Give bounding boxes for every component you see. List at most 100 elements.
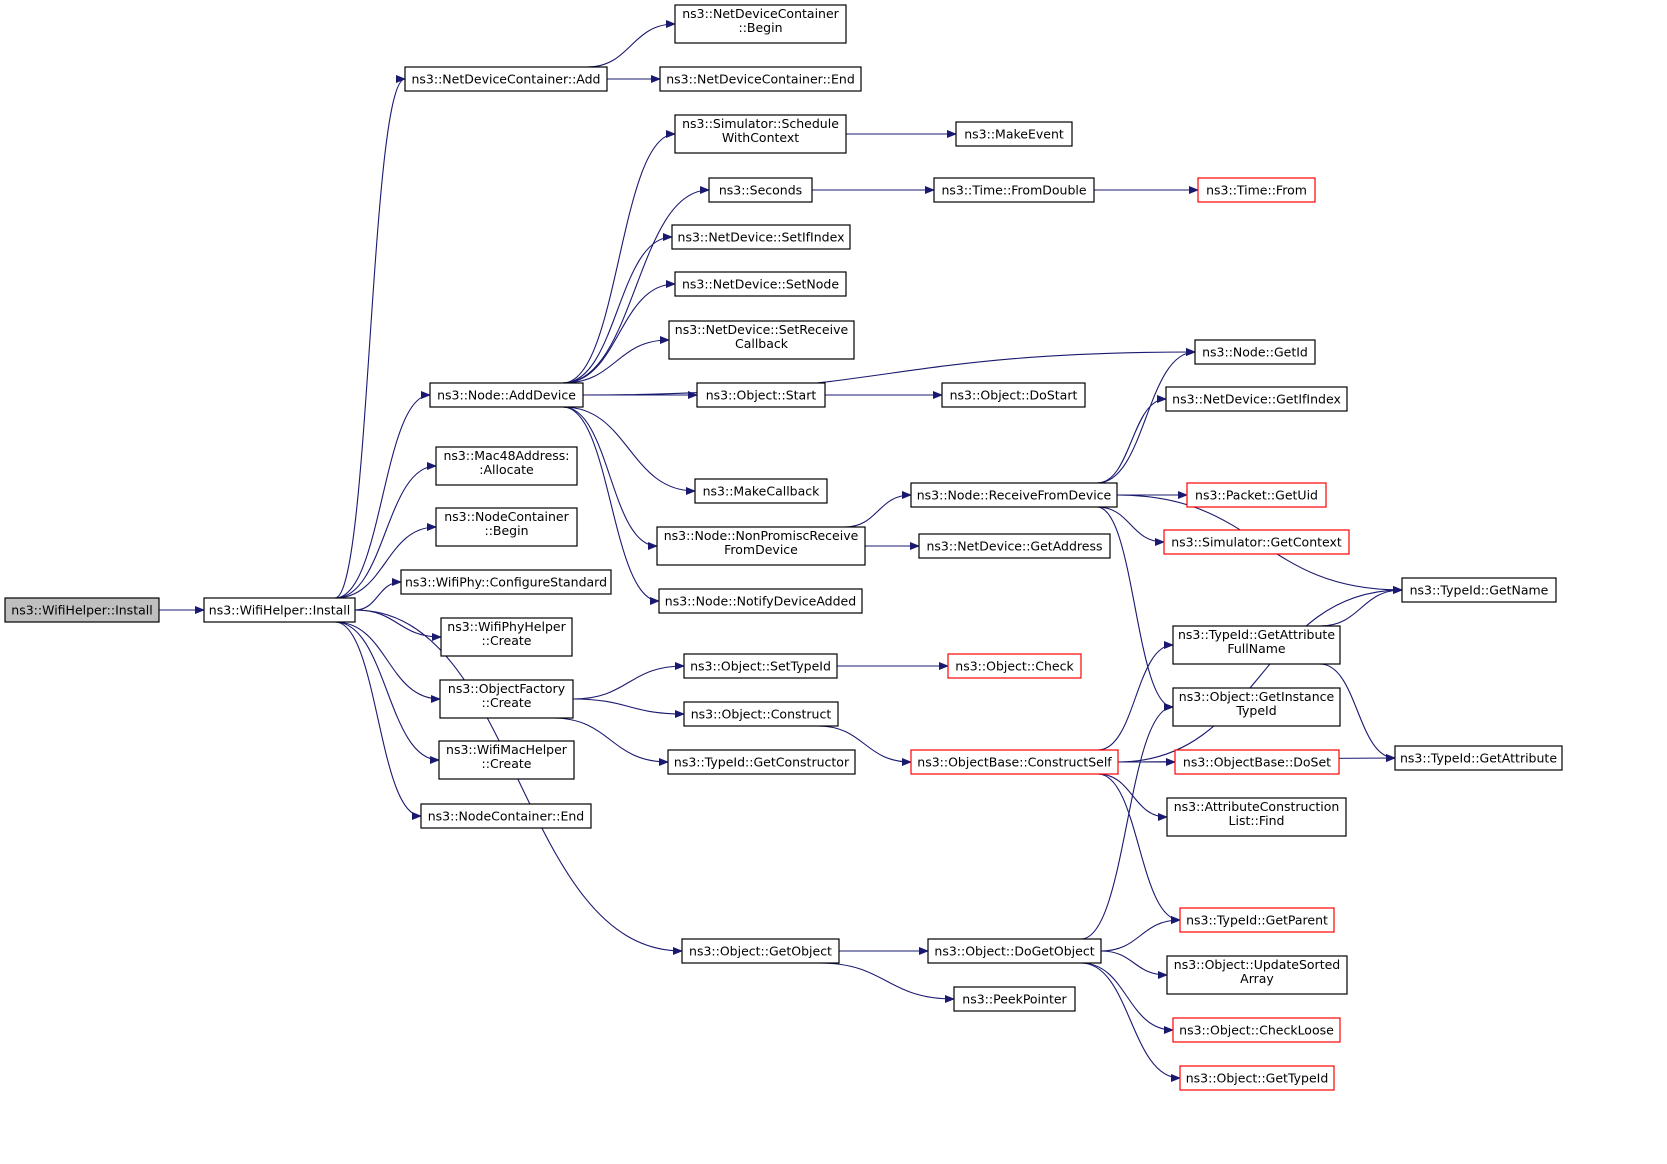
node-wifimachelper_create[interactable]: ns3::WifiMacHelper::Create (438, 740, 575, 780)
node-label: ns3::NodeContainer::End (428, 809, 584, 824)
node-label: ns3::WifiHelper::Install (11, 603, 152, 618)
node-typeid_getparent[interactable]: ns3::TypeId::GetParent (1179, 907, 1335, 933)
edge-wh_install-to-objfactory_create (334, 621, 441, 703)
node-objfactory_create[interactable]: ns3::ObjectFactory::Create (439, 679, 574, 719)
node-box (1166, 955, 1348, 995)
node-box (400, 569, 612, 595)
node-label: ns3::Object::DoStart (950, 388, 1078, 403)
node-ndc_begin[interactable]: ns3::NetDeviceContainer::Begin (674, 4, 847, 44)
node-label: ::Create (482, 633, 532, 648)
node-label: ns3::ObjectBase::DoSet (1183, 755, 1331, 770)
node-obj_start[interactable]: ns3::Object::Start (696, 382, 826, 408)
node-label: ns3::TypeId::GetAttribute (1178, 627, 1335, 642)
node-box (1172, 625, 1341, 665)
node-label: ns3::Packet::GetUid (1195, 488, 1318, 503)
node-box (429, 382, 584, 408)
node-time_from[interactable]: ns3::Time::From (1197, 177, 1316, 203)
node-nd_getaddress[interactable]: ns3::NetDevice::GetAddress (918, 533, 1111, 559)
node-label: ::Begin (738, 20, 782, 35)
node-nc_begin[interactable]: ns3::NodeContainer::Begin (435, 507, 578, 547)
node-label: ns3::TypeId::GetAttribute (1400, 751, 1557, 766)
edge-wh_install-to-nc_end (334, 621, 422, 820)
edge-objbase_constructself-to-typeid_getattrfullname (1097, 641, 1174, 751)
node-peekpointer[interactable]: ns3::PeekPointer (953, 986, 1076, 1012)
node-obj_gettypeid[interactable]: ns3::Object::GetTypeId (1179, 1065, 1335, 1091)
node-node_receivefromdevice[interactable]: ns3::Node::ReceiveFromDevice (910, 482, 1118, 508)
node-label: ns3::TypeId::GetParent (1186, 913, 1328, 928)
node-obj_getobject[interactable]: ns3::Object::GetObject (681, 938, 840, 964)
node-label: ns3::Mac48Address: (443, 448, 569, 463)
node-nc_end[interactable]: ns3::NodeContainer::End (420, 803, 592, 829)
edge-wh_install-to-node_adddevice (334, 391, 431, 599)
edge-node_adddevice-to-node_getid (582, 348, 1196, 396)
edge-obj_dogetobject-to-typeid_getparent (1100, 916, 1181, 952)
node-seconds[interactable]: ns3::Seconds (708, 177, 813, 203)
node-nd_getifindex[interactable]: ns3::NetDevice::GetIfIndex (1165, 386, 1348, 412)
node-node_getid[interactable]: ns3::Node::GetId (1194, 339, 1316, 365)
node-box (1163, 529, 1350, 555)
node-box (674, 271, 847, 297)
node-label: ns3::MakeCallback (703, 484, 821, 499)
node-make_event[interactable]: ns3::MakeEvent (955, 121, 1073, 147)
node-label: ns3::NetDevice::GetAddress (927, 539, 1103, 554)
node-nd_setifindex[interactable]: ns3::NetDevice::SetIfIndex (671, 224, 851, 250)
node-node_notify[interactable]: ns3::Node::NotifyDeviceAdded (658, 588, 863, 614)
node-root[interactable]: ns3::WifiHelper::Install (4, 597, 160, 623)
node-label: ns3::WifiMacHelper (446, 742, 568, 757)
edge-obj_construct-to-objbase_constructself (817, 725, 912, 766)
edge-wh_install-to-ndc_add (334, 75, 406, 599)
node-wifiphy_configure[interactable]: ns3::WifiPhy::ConfigureStandard (400, 569, 612, 595)
node-typeid_getconstructor[interactable]: ns3::TypeId::GetConstructor (667, 749, 856, 775)
node-box (4, 597, 160, 623)
node-obj_check[interactable]: ns3::Object::Check (947, 653, 1082, 679)
node-box (696, 382, 826, 408)
edge-node_adddevice-to-seconds (562, 186, 710, 384)
node-objbase_doset[interactable]: ns3::ObjectBase::DoSet (1174, 749, 1340, 775)
node-label: WithContext (722, 130, 799, 145)
node-time_fromdouble[interactable]: ns3::Time::FromDouble (933, 177, 1095, 203)
edge-obj_dogetobject-to-obj_gettypeid (1080, 962, 1181, 1082)
node-box (420, 803, 592, 829)
node-label: ns3::Node::NonPromiscReceive (664, 528, 859, 543)
edge-node_adddevice-to-make_callback (562, 406, 696, 495)
node-obj_dostart[interactable]: ns3::Object::DoStart (941, 382, 1086, 408)
node-obj_checkloose[interactable]: ns3::Object::CheckLoose (1172, 1017, 1341, 1043)
node-obj_settypeid[interactable]: ns3::Object::SetTypeId (683, 653, 838, 679)
node-label: ns3::TypeId::GetConstructor (674, 755, 850, 770)
edge-layer (159, 20, 1403, 1082)
node-box (1172, 1017, 1341, 1043)
node-label: ns3::Object::GetTypeId (1186, 1071, 1329, 1086)
node-make_callback[interactable]: ns3::MakeCallback (694, 478, 828, 504)
node-label: TypeId (1235, 703, 1276, 718)
node-nd_setnode[interactable]: ns3::NetDevice::SetNode (674, 271, 847, 297)
node-ndc_end[interactable]: ns3::NetDeviceContainer::End (659, 66, 862, 92)
node-packet_getuid[interactable]: ns3::Packet::GetUid (1186, 482, 1327, 508)
node-box (659, 66, 862, 92)
edge-node_receivefromdevice-to-sim_getcontext (1096, 506, 1165, 546)
edge-objbase_constructself-to-typeid_getparent (1097, 773, 1181, 924)
node-objbase_constructself[interactable]: ns3::ObjectBase::ConstructSelf (910, 749, 1119, 775)
node-label: ns3::Node::AddDevice (437, 388, 576, 403)
node-sim_getcontext[interactable]: ns3::Simulator::GetContext (1163, 529, 1350, 555)
node-wifiphyhelper_create[interactable]: ns3::WifiPhyHelper::Create (440, 617, 573, 657)
edge-objbase_constructself-to-typeid_getname (1117, 586, 1403, 763)
node-typeid_getattribute[interactable]: ns3::TypeId::GetAttribute (1394, 745, 1563, 771)
node-obj_dogetobject[interactable]: ns3::Object::DoGetObject (927, 938, 1102, 964)
edge-wh_install-to-obj_getobject (354, 609, 683, 955)
node-box (683, 653, 838, 679)
node-mac48_allocate[interactable]: ns3::Mac48Address::Allocate (435, 446, 578, 486)
node-wh_install[interactable]: ns3::WifiHelper::Install (203, 597, 356, 623)
node-box (1165, 386, 1348, 412)
edge-typeid_getattrfullname-to-typeid_getname (1319, 586, 1403, 627)
node-node_adddevice[interactable]: ns3::Node::AddDevice (429, 382, 584, 408)
node-obj_construct[interactable]: ns3::Object::Construct (683, 701, 839, 727)
node-ndc_add[interactable]: ns3::NetDeviceContainer::Add (404, 66, 608, 92)
node-typeid_getname[interactable]: ns3::TypeId::GetName (1401, 577, 1557, 603)
